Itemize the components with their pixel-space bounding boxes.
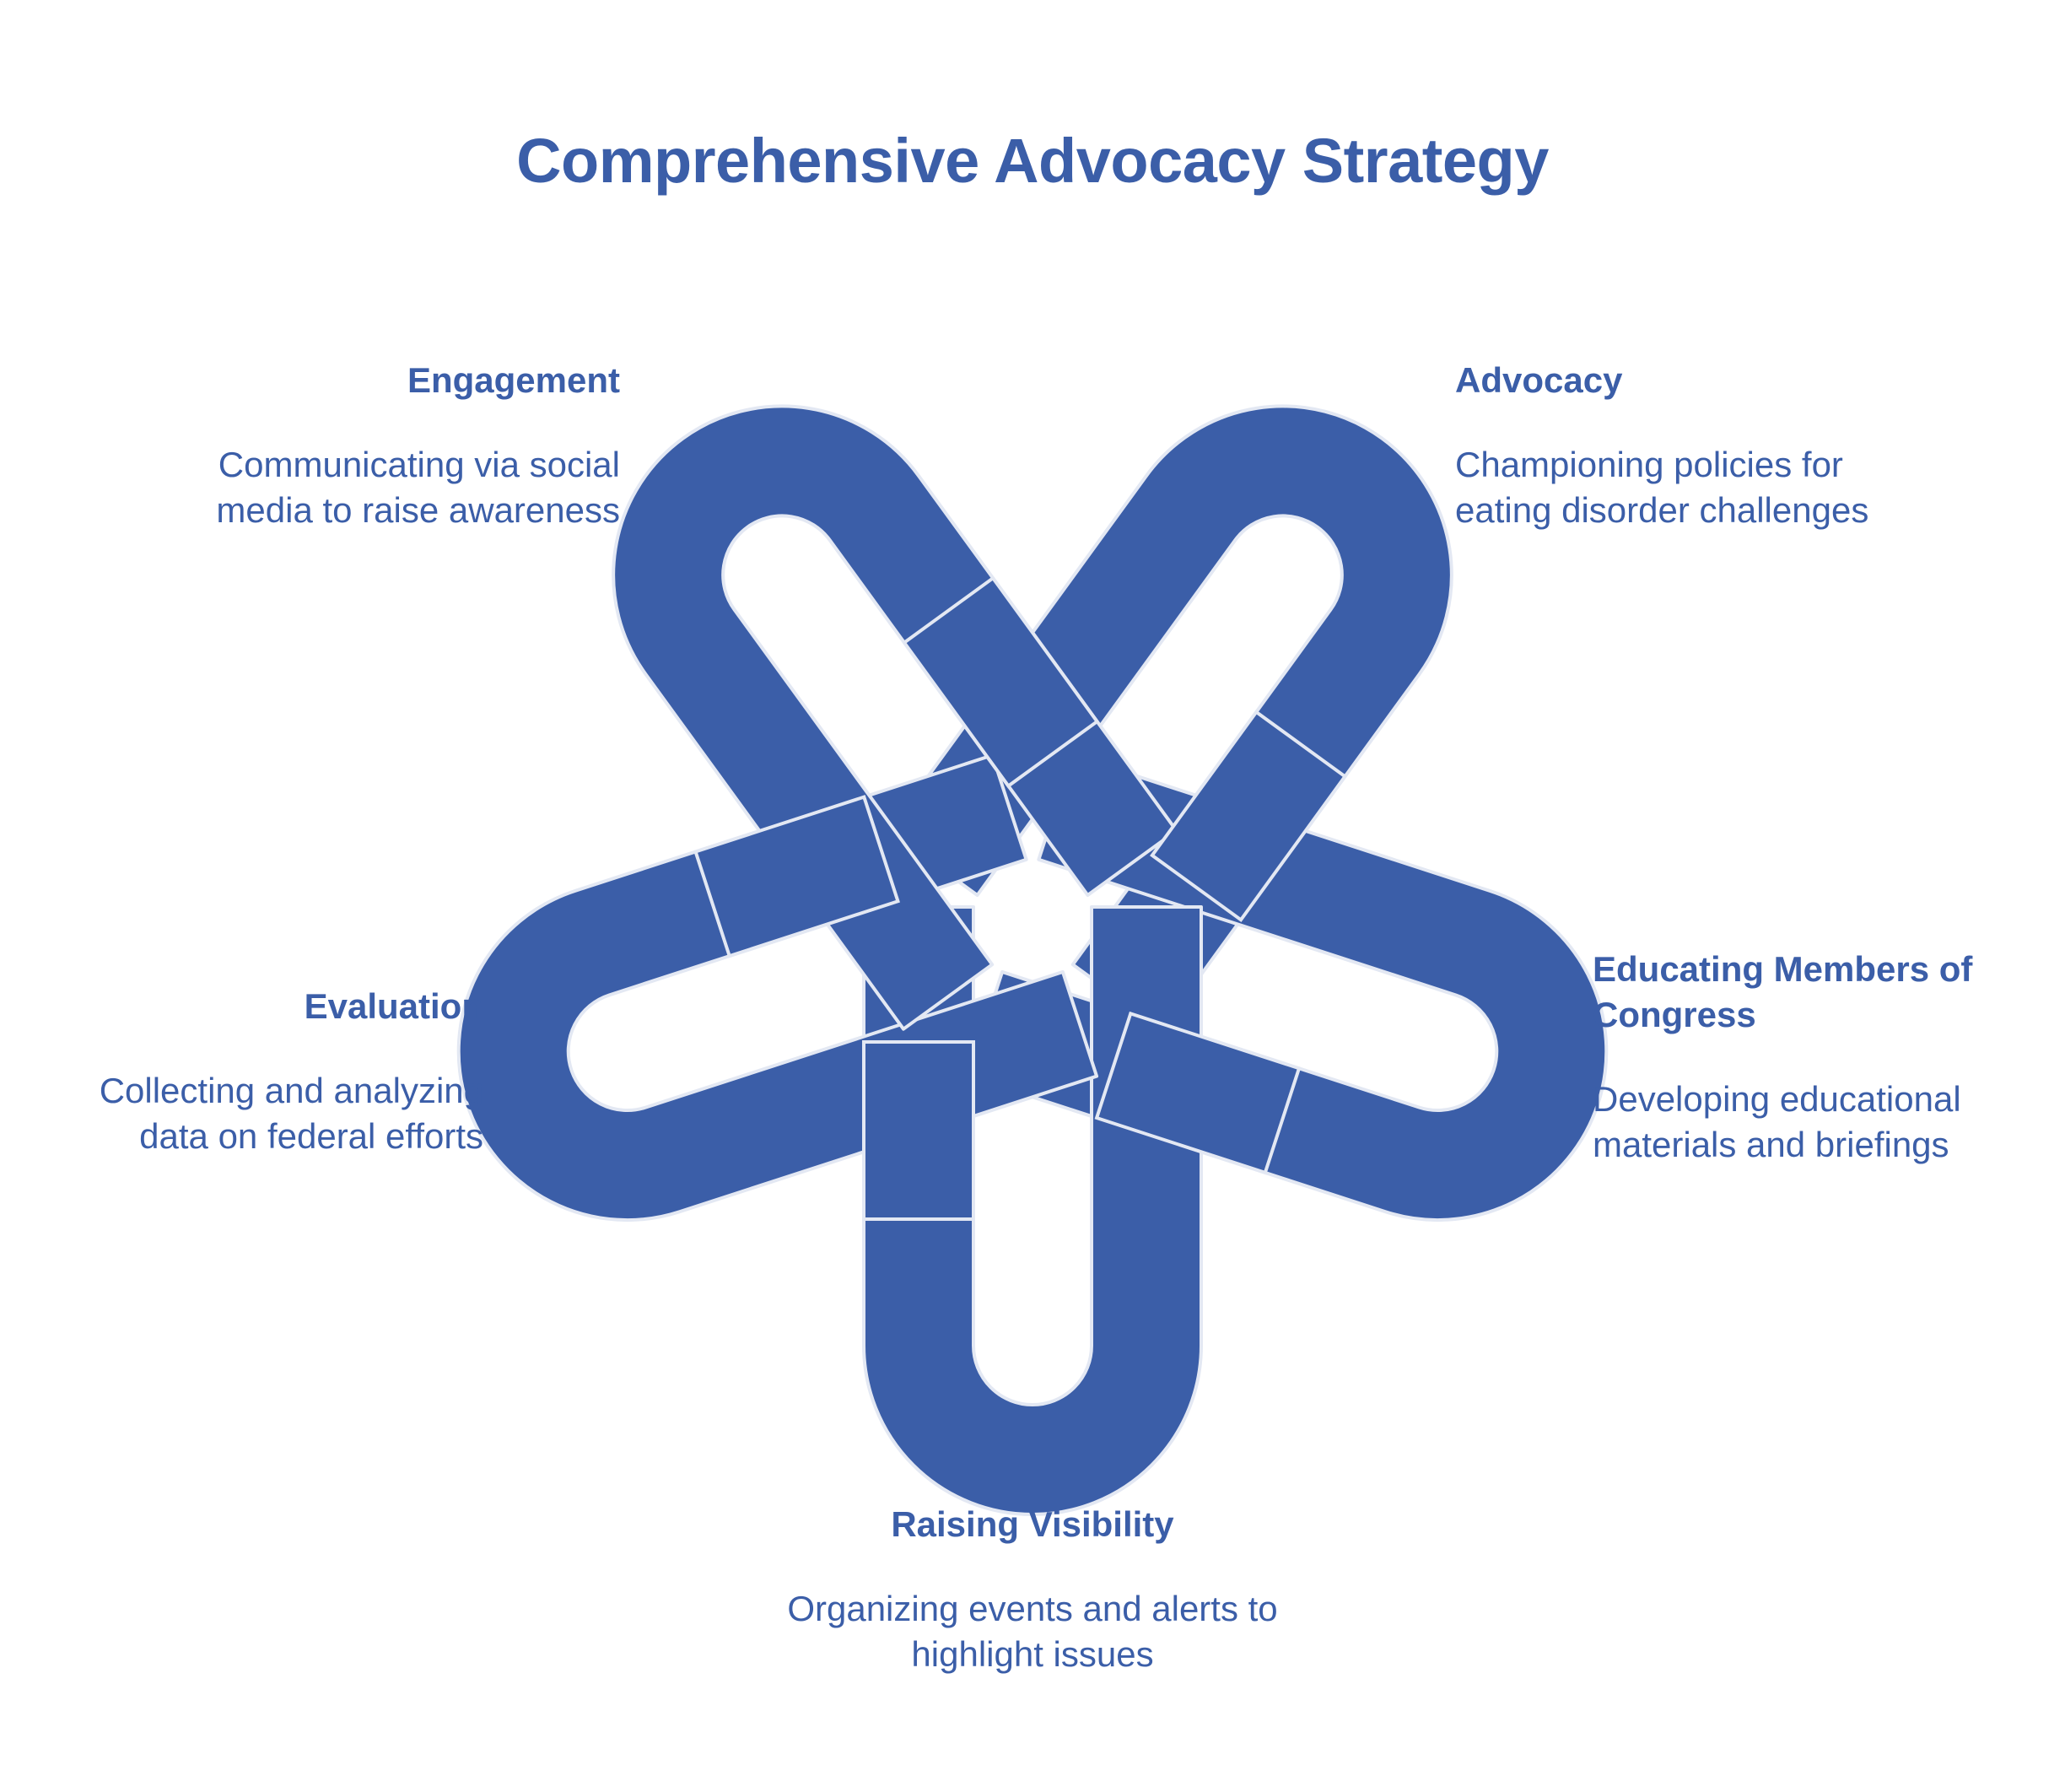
knot-crossing-educating-congress <box>1094 1011 1302 1175</box>
advocacy-block: Advocacy Championing policies for eating… <box>1455 358 1928 533</box>
knot-crossing-advocacy <box>1150 710 1348 923</box>
raising-visibility-description: Organizing events and alerts to highligh… <box>787 1589 1278 1674</box>
advocacy-description: Championing policies for eating disorder… <box>1455 445 1869 530</box>
educating-congress-heading: Educating Members of Congress <box>1593 949 1973 1034</box>
evaluation-heading: Evaluation <box>304 986 483 1026</box>
knot-crossing-raising-visibility <box>862 1040 975 1221</box>
knot-crossing-engagement <box>902 575 1100 789</box>
engagement-block: Engagement Communicating via social medi… <box>202 358 620 533</box>
diagram-title: Comprehensive Advocacy Strategy <box>516 126 1549 196</box>
educating-congress-block: Educating Members of Congress Developing… <box>1593 947 2048 1168</box>
engagement-heading: Engagement <box>407 360 620 400</box>
evaluation-description: Collecting and analyzing data on federal… <box>99 1071 483 1156</box>
advocacy-heading: Advocacy <box>1455 360 1623 400</box>
educating-congress-description: Developing educational materials and bri… <box>1593 1079 1961 1164</box>
evaluation-block: Evaluation Collecting and analyzing data… <box>51 984 483 1159</box>
raising-visibility-heading: Raising Visibility <box>891 1504 1174 1544</box>
engagement-description: Communicating via social media to raise … <box>216 445 620 530</box>
raising-visibility-block: Raising Visibility Organizing events and… <box>779 1502 1286 1677</box>
knot-crossing-evaluation <box>693 795 900 958</box>
